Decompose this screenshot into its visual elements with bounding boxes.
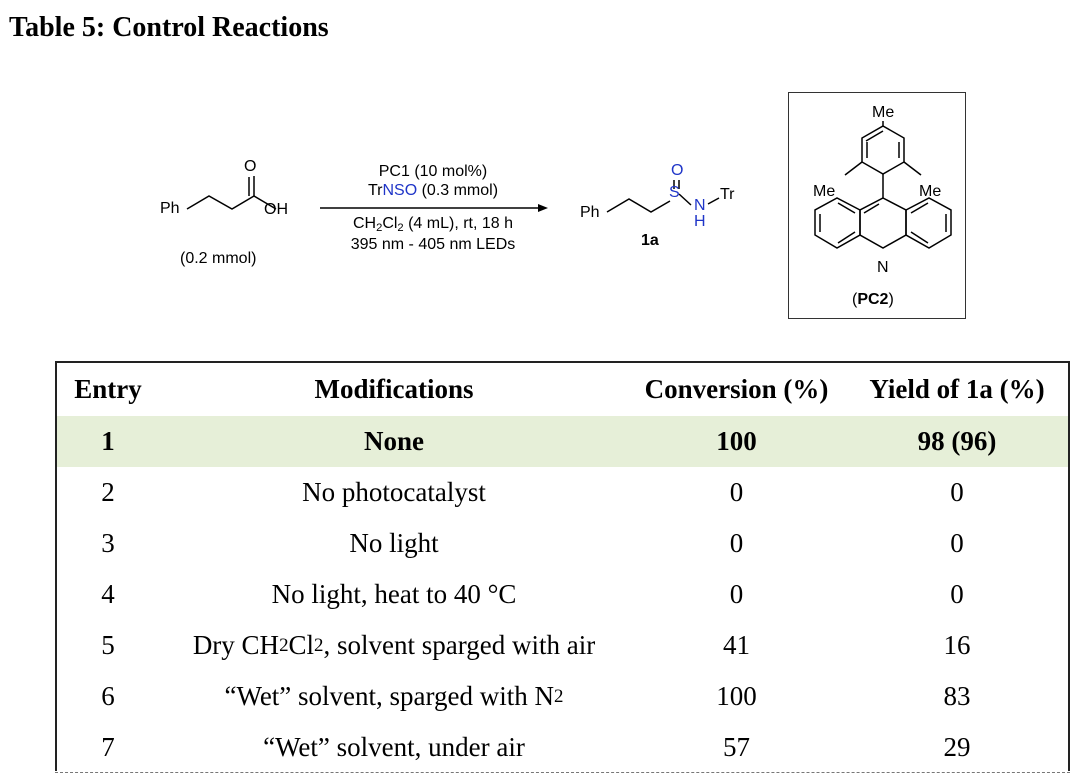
entry-cell: 2 — [101, 477, 115, 507]
reactant-oxygen-label: O — [244, 158, 257, 175]
table-title: Table 5: Control Reactions — [9, 12, 329, 43]
entry-cell: 4 — [101, 579, 115, 609]
pc2-me-right: Me — [919, 183, 942, 200]
conversion-cell: 41 — [723, 630, 750, 660]
conversion-cell: 57 — [723, 732, 750, 762]
entry-cell: 5 — [101, 630, 115, 660]
reactant-amount: (0.2 mmol) — [180, 250, 257, 267]
conversion-cell: 100 — [716, 681, 757, 711]
conversion-cell: 0 — [729, 477, 744, 507]
table-bottom-rule — [55, 772, 1070, 773]
conversion-cell: 100 — [716, 426, 757, 456]
condition-solvent: CH2Cl2 (4 mL), rt, 18 h — [352, 215, 514, 234]
modification-cell: No light — [349, 528, 439, 558]
yield-cell: 0 — [950, 579, 964, 609]
trnso-reagent-name: NSO — [382, 182, 418, 199]
product-ph-label: Ph — [580, 204, 600, 221]
header-entry: Entry — [74, 374, 142, 404]
conversion-cell: 0 — [729, 579, 744, 609]
control-reactions-table: Entry Modifications Conversion (%) Yield… — [55, 361, 1070, 771]
conversion-cell: 0 — [729, 528, 744, 558]
product-tr-label: Tr — [720, 186, 735, 203]
table-row: 7 “Wet” solvent, under air 57 29 — [57, 722, 1068, 773]
modification-cell: No photocatalyst — [302, 477, 486, 507]
scheme-bonds — [186, 121, 952, 249]
pc2-compound-label: (PC2) — [852, 291, 894, 308]
pc2-structure-box — [788, 92, 966, 319]
entry-cell: 1 — [101, 426, 115, 456]
yield-cell: 0 — [950, 528, 964, 558]
modification-cell: None — [364, 426, 424, 456]
entry-cell: 7 — [101, 732, 115, 762]
yield-cell: 0 — [950, 477, 964, 507]
modification-cell: No light, heat to 40 °C — [271, 579, 517, 609]
condition-light: 395 nm - 405 nm LEDs — [350, 236, 516, 253]
table-row: 4 No light, heat to 40 °C 0 0 — [57, 569, 1068, 620]
condition-reagent: TrNSO (0.3 mmol) — [367, 182, 499, 199]
header-conversion: Conversion (%) — [644, 374, 829, 404]
reactant-oh-label: OH — [264, 201, 288, 218]
header-yield: Yield of 1a (%) — [869, 374, 1045, 404]
table-row: 1 None 100 98 (96) — [57, 416, 1068, 467]
pc2-me-left: Me — [813, 183, 836, 200]
condition-catalyst: PC1 (10 mol%) — [378, 163, 488, 180]
product-compound-label: 1a — [641, 232, 659, 249]
table-header-row: Entry Modifications Conversion (%) Yield… — [57, 363, 1068, 418]
entry-cell: 6 — [101, 681, 115, 711]
pc2-nitrogen-label: N — [877, 259, 889, 276]
yield-cell: 16 — [943, 630, 971, 660]
table-row: 3 No light 0 0 — [57, 518, 1068, 569]
product-oxygen-label: O — [671, 162, 684, 179]
reactant-ph-label: Ph — [160, 200, 180, 217]
product-hydrogen-label: H — [694, 213, 706, 230]
pc2-me-top: Me — [872, 104, 895, 121]
product-nitrogen-label: N — [694, 197, 706, 214]
yield-cell: 83 — [943, 681, 971, 711]
entry-cell: 3 — [101, 528, 115, 558]
yield-cell: 98 (96) — [917, 426, 997, 456]
yield-cell: 29 — [943, 732, 971, 762]
modification-cell: “Wet” solvent, under air — [263, 732, 525, 762]
product-sulfur-label: S — [669, 184, 680, 201]
table-row: 2 No photocatalyst 0 0 — [57, 467, 1068, 518]
header-modifications: Modifications — [314, 374, 474, 404]
